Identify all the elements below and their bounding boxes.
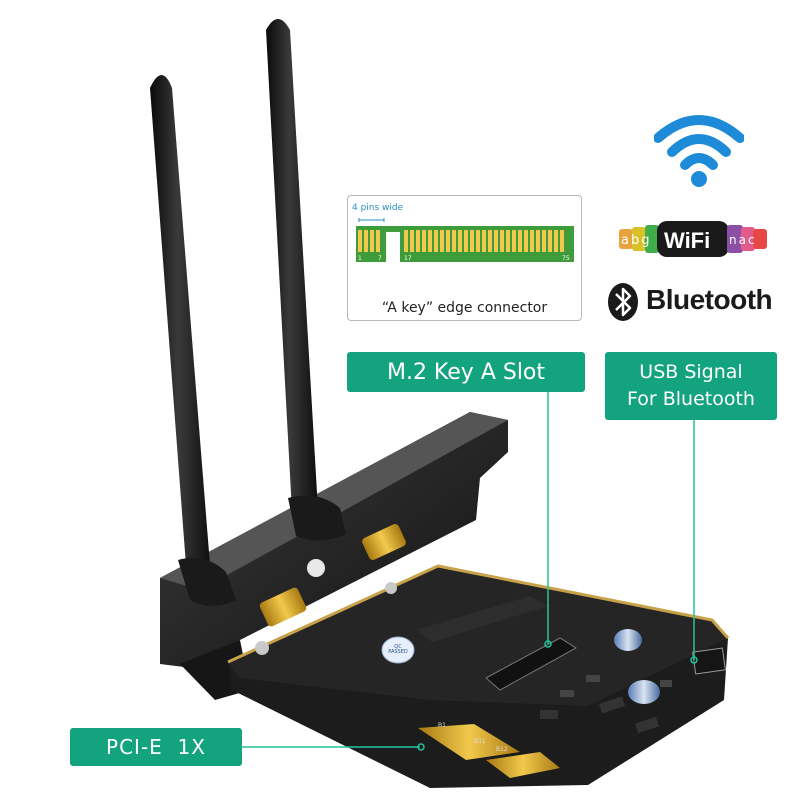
pin-marking-b1: B1 [438, 722, 446, 729]
pcb-board [227, 564, 730, 788]
usb-callout-line1: USB Signal [639, 361, 743, 383]
pin-label-75: 75 [562, 255, 570, 262]
antenna-right [266, 19, 346, 541]
pins-wide-label: 4 pins wide [352, 203, 404, 213]
pcie-callout: PCI-E 1X [70, 728, 242, 766]
wifi-logo-prefix: abg [621, 233, 651, 248]
usb-callout-line2: For Bluetooth [627, 388, 755, 410]
m2-pointer-dot [544, 640, 552, 648]
pin-label-17: 17 [404, 255, 412, 262]
pin-label-7: 7 [378, 255, 382, 262]
sma-connector-right [362, 523, 406, 561]
antenna-left [150, 75, 236, 606]
sma-connector-left [259, 587, 307, 627]
wifi-logo-word: WiFi [664, 228, 710, 253]
usb-pointer-dot [690, 656, 698, 664]
pin-marking-b11: B11 [474, 738, 486, 745]
wifi-logo-suffix: nac [729, 233, 757, 247]
edge-connector-caption: “A key” edge connector [381, 300, 548, 316]
pin-label-1: 1 [358, 255, 362, 262]
m2-slot-callout: M.2 Key A Slot [347, 352, 585, 392]
wifi-signal-icon [654, 115, 744, 187]
pcie-pointer-dot [417, 743, 425, 751]
bluetooth-icon [608, 283, 638, 321]
qc-sticker-label: QC PASSED [388, 644, 408, 655]
bluetooth-wordmark: Bluetooth [646, 284, 773, 315]
edge-connector-graphic: 1 7 17 75 [356, 218, 574, 262]
wifi-logo: abg WiFi nac [619, 221, 767, 257]
callout-lines [242, 392, 695, 748]
edge-connector-diagram: 4 pins wide 1 7 17 75 “A key” [347, 195, 582, 321]
usb-signal-callout: USB Signal For Bluetooth [605, 352, 777, 420]
pin-marking-b12: B12 [496, 746, 508, 753]
